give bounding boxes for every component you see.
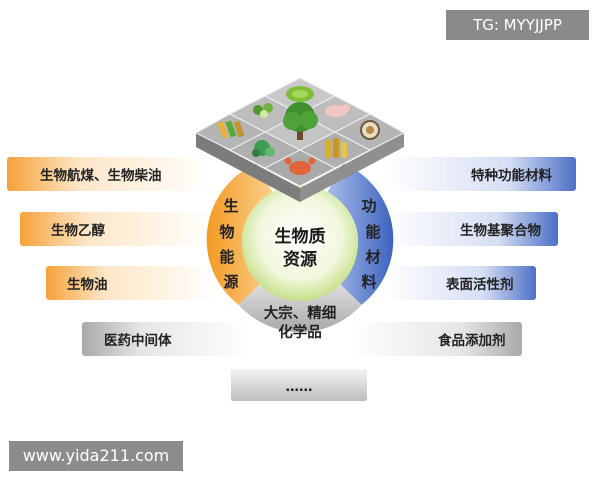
bottom-arc-line1: 大宗、精细: [264, 304, 337, 322]
right-item-1-label: 特种功能材料: [471, 167, 552, 184]
bottom-arc-segment: [238, 282, 362, 333]
left-item-4-label: 医药中间体: [104, 332, 172, 349]
right-item-4: 食品添加剂: [350, 322, 522, 356]
crab-icon: [284, 157, 316, 175]
right-arc-char-3: 材: [365, 248, 380, 266]
vegetables-icon: [253, 103, 273, 118]
watermark-top: TG: MYYJJPP: [446, 10, 589, 40]
watermark-bottom: www.yida211.com: [9, 441, 183, 471]
tree-icon: [283, 102, 318, 140]
leaf-icon: [286, 86, 314, 102]
bottom-arc-line2: 化学品: [278, 323, 322, 341]
pig-icon: [325, 104, 350, 117]
left-item-2: 生物乙醇: [20, 212, 212, 246]
center-title-line2: 资源: [283, 249, 317, 270]
left-arc-char-4: 源: [223, 273, 238, 291]
left-arc-char-1: 生: [223, 197, 238, 215]
left-item-3: 生物油: [46, 266, 216, 300]
left-arc-segment: [206, 163, 274, 305]
bottom-item: ……: [231, 369, 367, 401]
left-item-1-label: 生物航煤、生物柴油: [40, 167, 162, 184]
right-arc-char-4: 料: [361, 273, 376, 291]
left-arc-char-3: 能: [219, 248, 234, 266]
biomass-resource-cube: [194, 77, 406, 202]
right-item-2-label: 生物基聚合物: [460, 222, 541, 239]
right-item-3: 表面活性剂: [386, 266, 536, 300]
left-item-4: 医药中间体: [82, 322, 250, 356]
left-item-2-label: 生物乙醇: [51, 222, 105, 239]
nuts-icon: [360, 120, 380, 140]
right-item-3-label: 表面活性剂: [446, 276, 514, 293]
bottom-item-label: ……: [286, 379, 313, 395]
center-title-line1: 生物质: [275, 226, 326, 247]
right-item-4-label: 食品添加剂: [438, 332, 506, 349]
right-item-2: 生物基聚合物: [386, 212, 558, 246]
left-item-3-label: 生物油: [67, 276, 108, 293]
left-item-1: 生物航煤、生物柴油: [7, 157, 212, 191]
right-arc-segment: [326, 163, 394, 305]
center-disc: [242, 185, 358, 301]
left-arc-char-2: 物: [219, 223, 234, 241]
bottles-icon: [325, 138, 347, 158]
right-arc-char-2: 能: [365, 223, 380, 241]
right-arc-char-1: 功: [361, 197, 376, 215]
right-item-1: 特种功能材料: [386, 157, 576, 191]
crops-icon: [217, 120, 245, 139]
algae-icon: [252, 140, 275, 157]
